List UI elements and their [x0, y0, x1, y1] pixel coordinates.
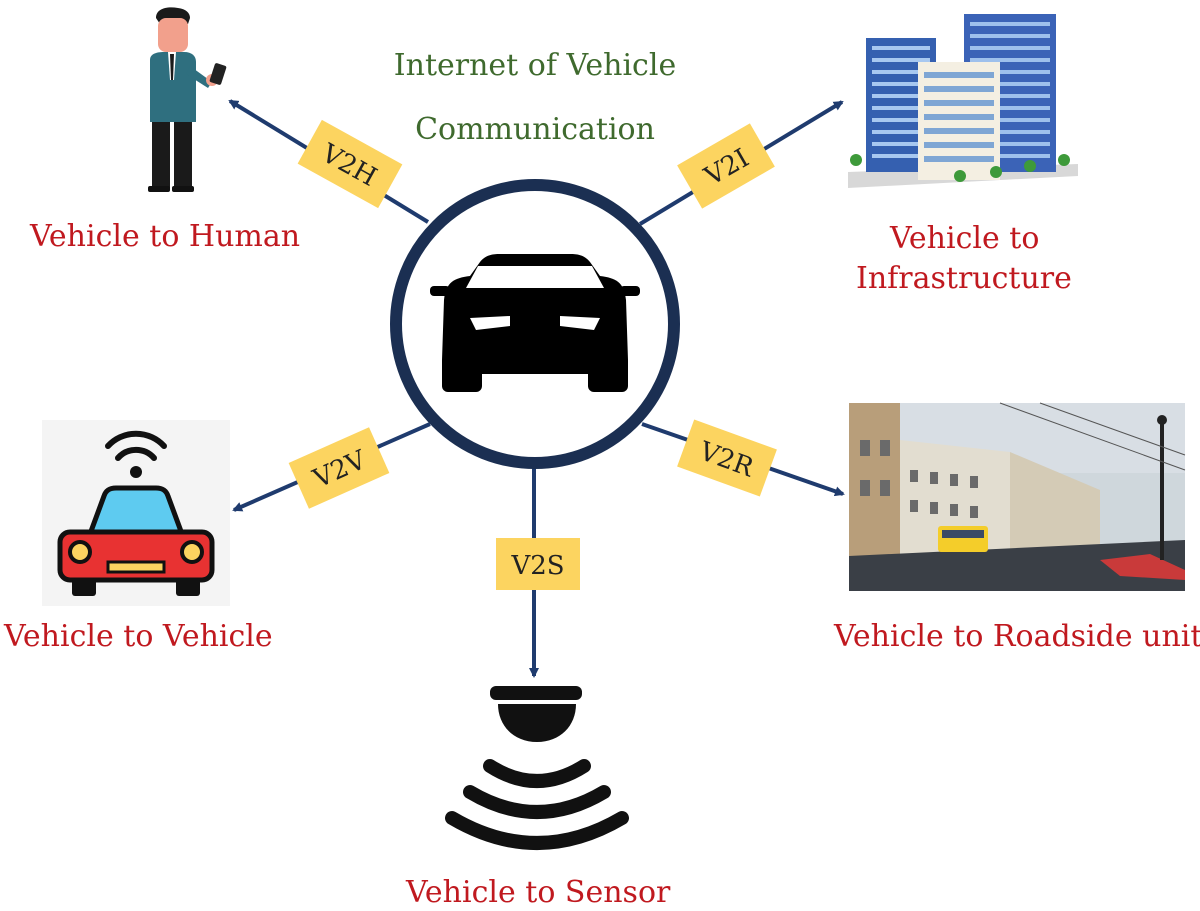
caption-v2i-line-1: Vehicle to [890, 221, 1040, 256]
car-front-icon [430, 254, 640, 392]
caption-v2h: Vehicle to Human [30, 219, 301, 254]
tag-v2i: V2I [677, 123, 775, 209]
tag-v2v: V2V [288, 427, 390, 509]
human-phone-icon [148, 7, 227, 192]
tag-v2r: V2R [677, 419, 777, 497]
sensor-icon [445, 686, 629, 850]
buildings-icon [848, 14, 1078, 188]
connected-car-icon [42, 420, 230, 606]
diagram-title-line-2: Communication [415, 112, 655, 147]
tag-v2s-label: V2S [510, 551, 564, 581]
diagram-title-line-1: Internet of Vehicle [393, 48, 677, 83]
link-tags: V2H V2I V2V V2R V2S [288, 119, 777, 590]
street-photo-icon [849, 402, 1186, 591]
caption-v2s: Vehicle to Sensor [406, 875, 671, 910]
tag-v2s: V2S [496, 538, 580, 590]
hub [390, 179, 680, 469]
caption-v2i-line-2: Infrastructure [856, 261, 1072, 296]
caption-v2v: Vehicle to Vehicle [4, 619, 273, 654]
caption-v2r: Vehicle to Roadside unit [834, 619, 1200, 654]
